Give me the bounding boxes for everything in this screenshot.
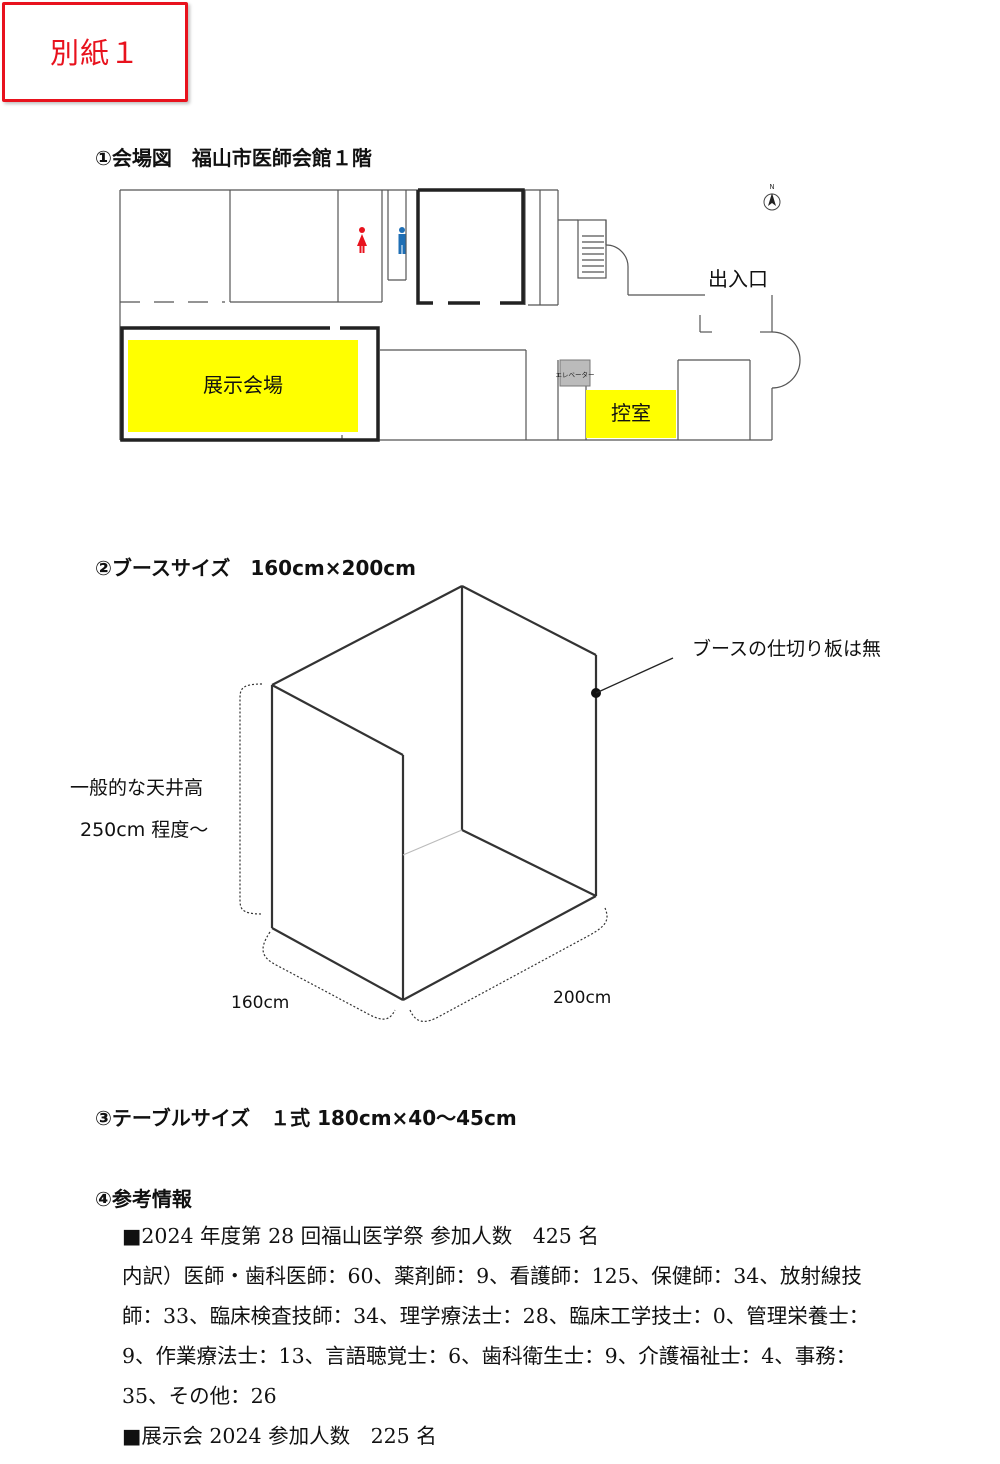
depth-label: 200cm <box>553 988 611 1008</box>
compass-icon <box>763 193 781 211</box>
width-label: 160cm <box>231 993 289 1013</box>
reference-line: 内訳）医師・歯科医師：60、薬剤師：9、看護師：125、保健師：34、放射線技 <box>122 1264 862 1288</box>
waiting-room-label: 控室 <box>611 401 651 425</box>
ceiling-note-line2: 250cm 程度～ <box>80 819 208 841</box>
female-restroom-icon <box>357 227 367 253</box>
ceiling-note-line1: 一般的な天井高 <box>70 777 203 799</box>
section-4-title: ④参考情報 <box>95 1187 192 1211</box>
floor-plan: N 展示会場 控室 出入口 エレベーター <box>119 183 801 442</box>
exhibition-hall-highlight <box>128 340 358 432</box>
reference-line: 35、その他：26 <box>122 1384 277 1408</box>
reference-line: ■2024 年度第 28 回福山医学祭 参加人数 425 名 <box>122 1224 599 1248</box>
reference-line: 師：33、臨床検査技師：34、理学療法士：28、臨床工学技士：0、管理栄養士： <box>122 1304 870 1328</box>
section-3-title: ③テーブルサイズ １式 180cm×40～45cm <box>95 1106 517 1130</box>
section-2-title: ②ブースサイズ 160cm×200cm <box>95 556 416 580</box>
waiting-room-highlight <box>586 390 676 438</box>
compass-label: N <box>769 183 774 191</box>
tag-box <box>2 2 188 102</box>
booth-diagram: ブースの仕切り板は無 一般的な天井高 250cm 程度～ 160cm 200cm <box>70 585 881 1022</box>
elevator-label: エレベーター <box>556 370 595 379</box>
male-restroom-icon <box>398 227 406 254</box>
partition-note: ブースの仕切り板は無 <box>692 637 881 660</box>
entrance-label: 出入口 <box>708 267 768 291</box>
reference-line: ■展示会 2024 参加人数 225 名 <box>122 1424 437 1448</box>
reference-info: ■2024 年度第 28 回福山医学祭 参加人数 425 名 内訳）医師・歯科医… <box>122 1216 869 1456</box>
elevator-box <box>559 359 591 387</box>
section-1-title: ①会場図 福山市医師会館１階 <box>95 146 372 170</box>
document-tag: 別紙１ <box>50 36 141 70</box>
reference-line: 9、作業療法士：13、言語聴覚士：6、歯科衛生士：9、介護福祉士：4、事務： <box>122 1344 857 1368</box>
exhibition-hall-label: 展示会場 <box>203 373 283 397</box>
